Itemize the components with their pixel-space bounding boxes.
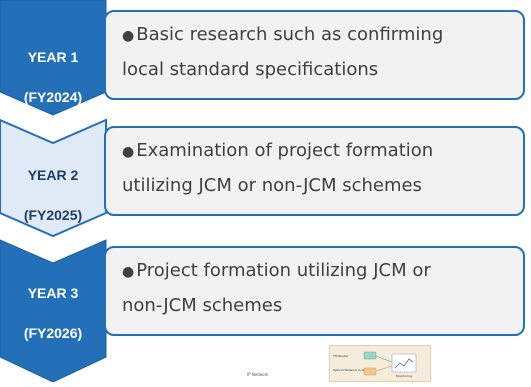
thumbnail-network-label: IP Network [247, 372, 269, 377]
year-1-description-box: ●Basic research such as confirming local… [104, 10, 525, 100]
year-3-chevron [0, 239, 107, 382]
year-1-description-text: Basic research such as confirming local … [122, 24, 444, 80]
year-2-fiscal-year: (FY2025) [23, 207, 83, 223]
year-2-description-box: ●Examination of project formation utiliz… [104, 126, 525, 216]
bullet-icon: ● [122, 264, 135, 280]
year-2-description: ●Examination of project formation utiliz… [122, 134, 513, 203]
year-1-fiscal-year: (FY2024) [23, 89, 83, 105]
network-diagram-thumbnail: TM Router Optical Network Unit Monitorin… [329, 345, 431, 382]
bullet-icon: ● [122, 144, 135, 160]
year-3-description-box: ●Project formation utilizing JCM or non-… [104, 246, 525, 336]
year-3-fiscal-year: (FY2026) [23, 325, 83, 341]
year-3-description-text: Project formation utilizing JCM or non-J… [122, 260, 431, 316]
year-1-description: ●Basic research such as confirming local… [122, 18, 513, 87]
year-3-label: YEAR 3 [27, 285, 79, 301]
network-diagram-icon [363, 351, 417, 376]
year-1-label: YEAR 1 [27, 49, 79, 65]
year-1-chevron [0, 0, 107, 116]
year-3-description: ●Project formation utilizing JCM or non-… [122, 254, 513, 323]
year-2-description-text: Examination of project formation utilizi… [122, 140, 434, 196]
thumbnail-label: Monitoring [396, 374, 413, 378]
thumbnail-label: TM Router [333, 354, 349, 358]
year-1-label-group: YEAR 1 (FY2024) [0, 48, 106, 106]
bullet-icon: ● [122, 28, 135, 44]
year-2-label: YEAR 2 [27, 167, 79, 183]
thumbnail-label: Optical Network Unit [333, 368, 365, 372]
year-2-label-group: YEAR 2 (FY2025) [0, 166, 106, 224]
year-3-label-group: YEAR 3 (FY2026) [0, 284, 106, 342]
